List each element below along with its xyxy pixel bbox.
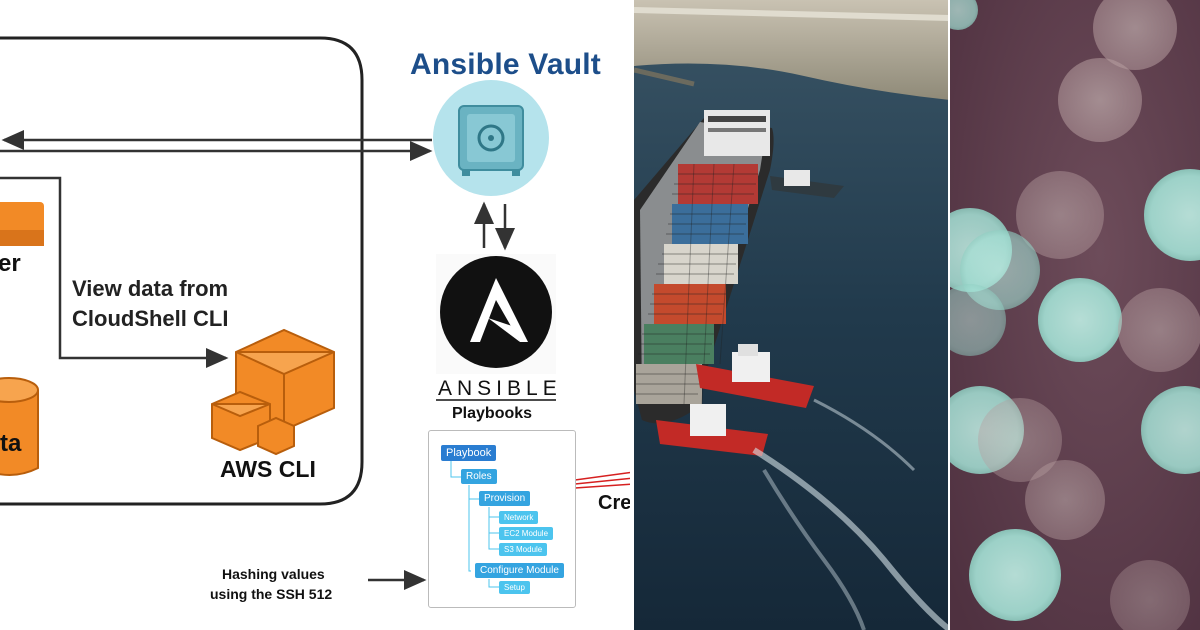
tree-node-playbook: Playbook [441, 445, 497, 461]
bokeh-light [1144, 169, 1200, 261]
playbooks-label: Playbooks [452, 405, 533, 422]
vault-safe-icon [433, 80, 549, 196]
bokeh-light [950, 0, 978, 30]
container-ship-photo [634, 0, 950, 630]
tugboat-2 [696, 344, 814, 408]
ship-scene [634, 0, 950, 630]
container-ship [634, 110, 774, 424]
bokeh-light [1038, 278, 1122, 362]
bokeh-light [1110, 560, 1190, 630]
bokeh-light [1058, 58, 1142, 142]
aws-cli-label: AWS CLI [220, 456, 316, 482]
red-connector-3 [574, 483, 634, 489]
bokeh-light [969, 529, 1061, 621]
tree-node-ec2-module: EC2 Module [499, 527, 554, 540]
tugboat-3 [656, 404, 768, 456]
hashing-label-line1: Hashing values [222, 566, 325, 582]
tree-node-setup: Setup [499, 581, 530, 594]
tree-node-s3-module: S3 Module [499, 543, 548, 556]
tree-node-configure-module: Configure Module [475, 563, 564, 578]
tree-node-network: Network [499, 511, 539, 524]
cropped-label-ta: ta [0, 430, 22, 457]
bokeh-scene [950, 0, 1200, 630]
bokeh-light [1093, 0, 1177, 70]
bokeh-lights-photo [950, 0, 1200, 630]
cropped-label-cre: Cre [598, 492, 632, 514]
red-connector-1 [574, 471, 634, 481]
hashing-label-line2: using the SSH 512 [210, 586, 333, 602]
view-data-label-line1: View data from [72, 276, 229, 301]
ansible-wordmark: ANSIBLE [438, 377, 562, 400]
playbook-tree: Playbook Roles Provision Network EC2 Mod… [428, 430, 576, 608]
ansible-logo-icon [436, 254, 556, 374]
panel-divider-1 [630, 0, 634, 630]
tugboat-1 [770, 170, 844, 198]
shoreline [634, 0, 950, 100]
aws-service-icon [0, 202, 44, 246]
cropped-label-er: er [0, 250, 21, 277]
wake-2 [813, 398, 916, 472]
view-data-label-line2: CloudShell CLI [72, 306, 229, 331]
tree-node-provision: Provision [479, 491, 531, 506]
tree-node-roles: Roles [461, 469, 497, 484]
bokeh-light [1118, 288, 1200, 372]
wake-1 [752, 447, 950, 630]
database-icon [0, 377, 39, 476]
bokeh-light [1025, 460, 1105, 540]
wake-3 [762, 468, 866, 630]
bokeh-light [978, 398, 1062, 482]
cloudshell-container [0, 36, 364, 506]
vault-title: Ansible Vault [410, 48, 601, 81]
bokeh-light [1016, 171, 1104, 259]
connector-to-aws-cli [0, 176, 229, 368]
bokeh-light [1141, 386, 1200, 474]
tree-connectors [450, 459, 499, 588]
bokeh-light [950, 284, 1006, 356]
diagram-graphics [0, 36, 634, 590]
ansible-vault-diagram: Ansible Vault er ta View data from Cloud… [0, 36, 634, 608]
aws-cli-boxes-icon [211, 328, 335, 456]
red-connector-2 [574, 477, 634, 485]
